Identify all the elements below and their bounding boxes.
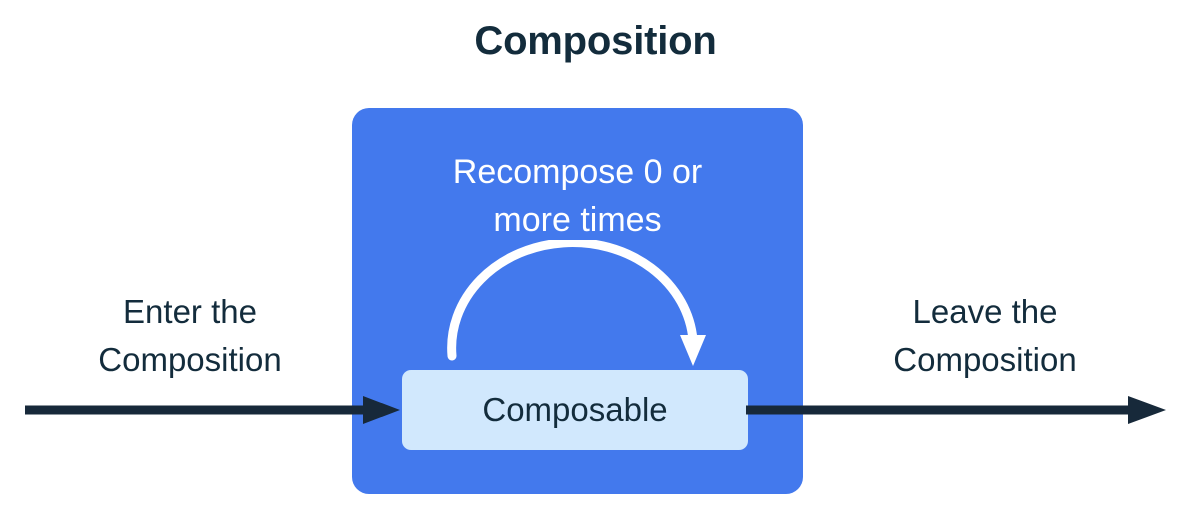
recompose-label-line2: more times xyxy=(493,201,662,239)
composable-box: Composable xyxy=(402,370,748,450)
enter-composition-label-line2: Composition xyxy=(98,341,282,378)
enter-composition-label: Enter the Composition xyxy=(32,288,348,384)
leave-composition-label-line2: Composition xyxy=(893,341,1077,378)
enter-composition-label-line1: Enter the xyxy=(123,293,257,330)
recompose-label-line1: Recompose 0 or xyxy=(452,153,703,191)
leave-composition-label-line1: Leave the xyxy=(912,293,1058,330)
page-title: Composition xyxy=(474,19,717,63)
composable-box-label: Composable xyxy=(482,390,668,428)
recompose-label: Recompose 0 or more times xyxy=(372,148,783,244)
leave-flow-arrow-icon xyxy=(746,396,1166,424)
leave-composition-label: Leave the Composition xyxy=(812,288,1158,384)
